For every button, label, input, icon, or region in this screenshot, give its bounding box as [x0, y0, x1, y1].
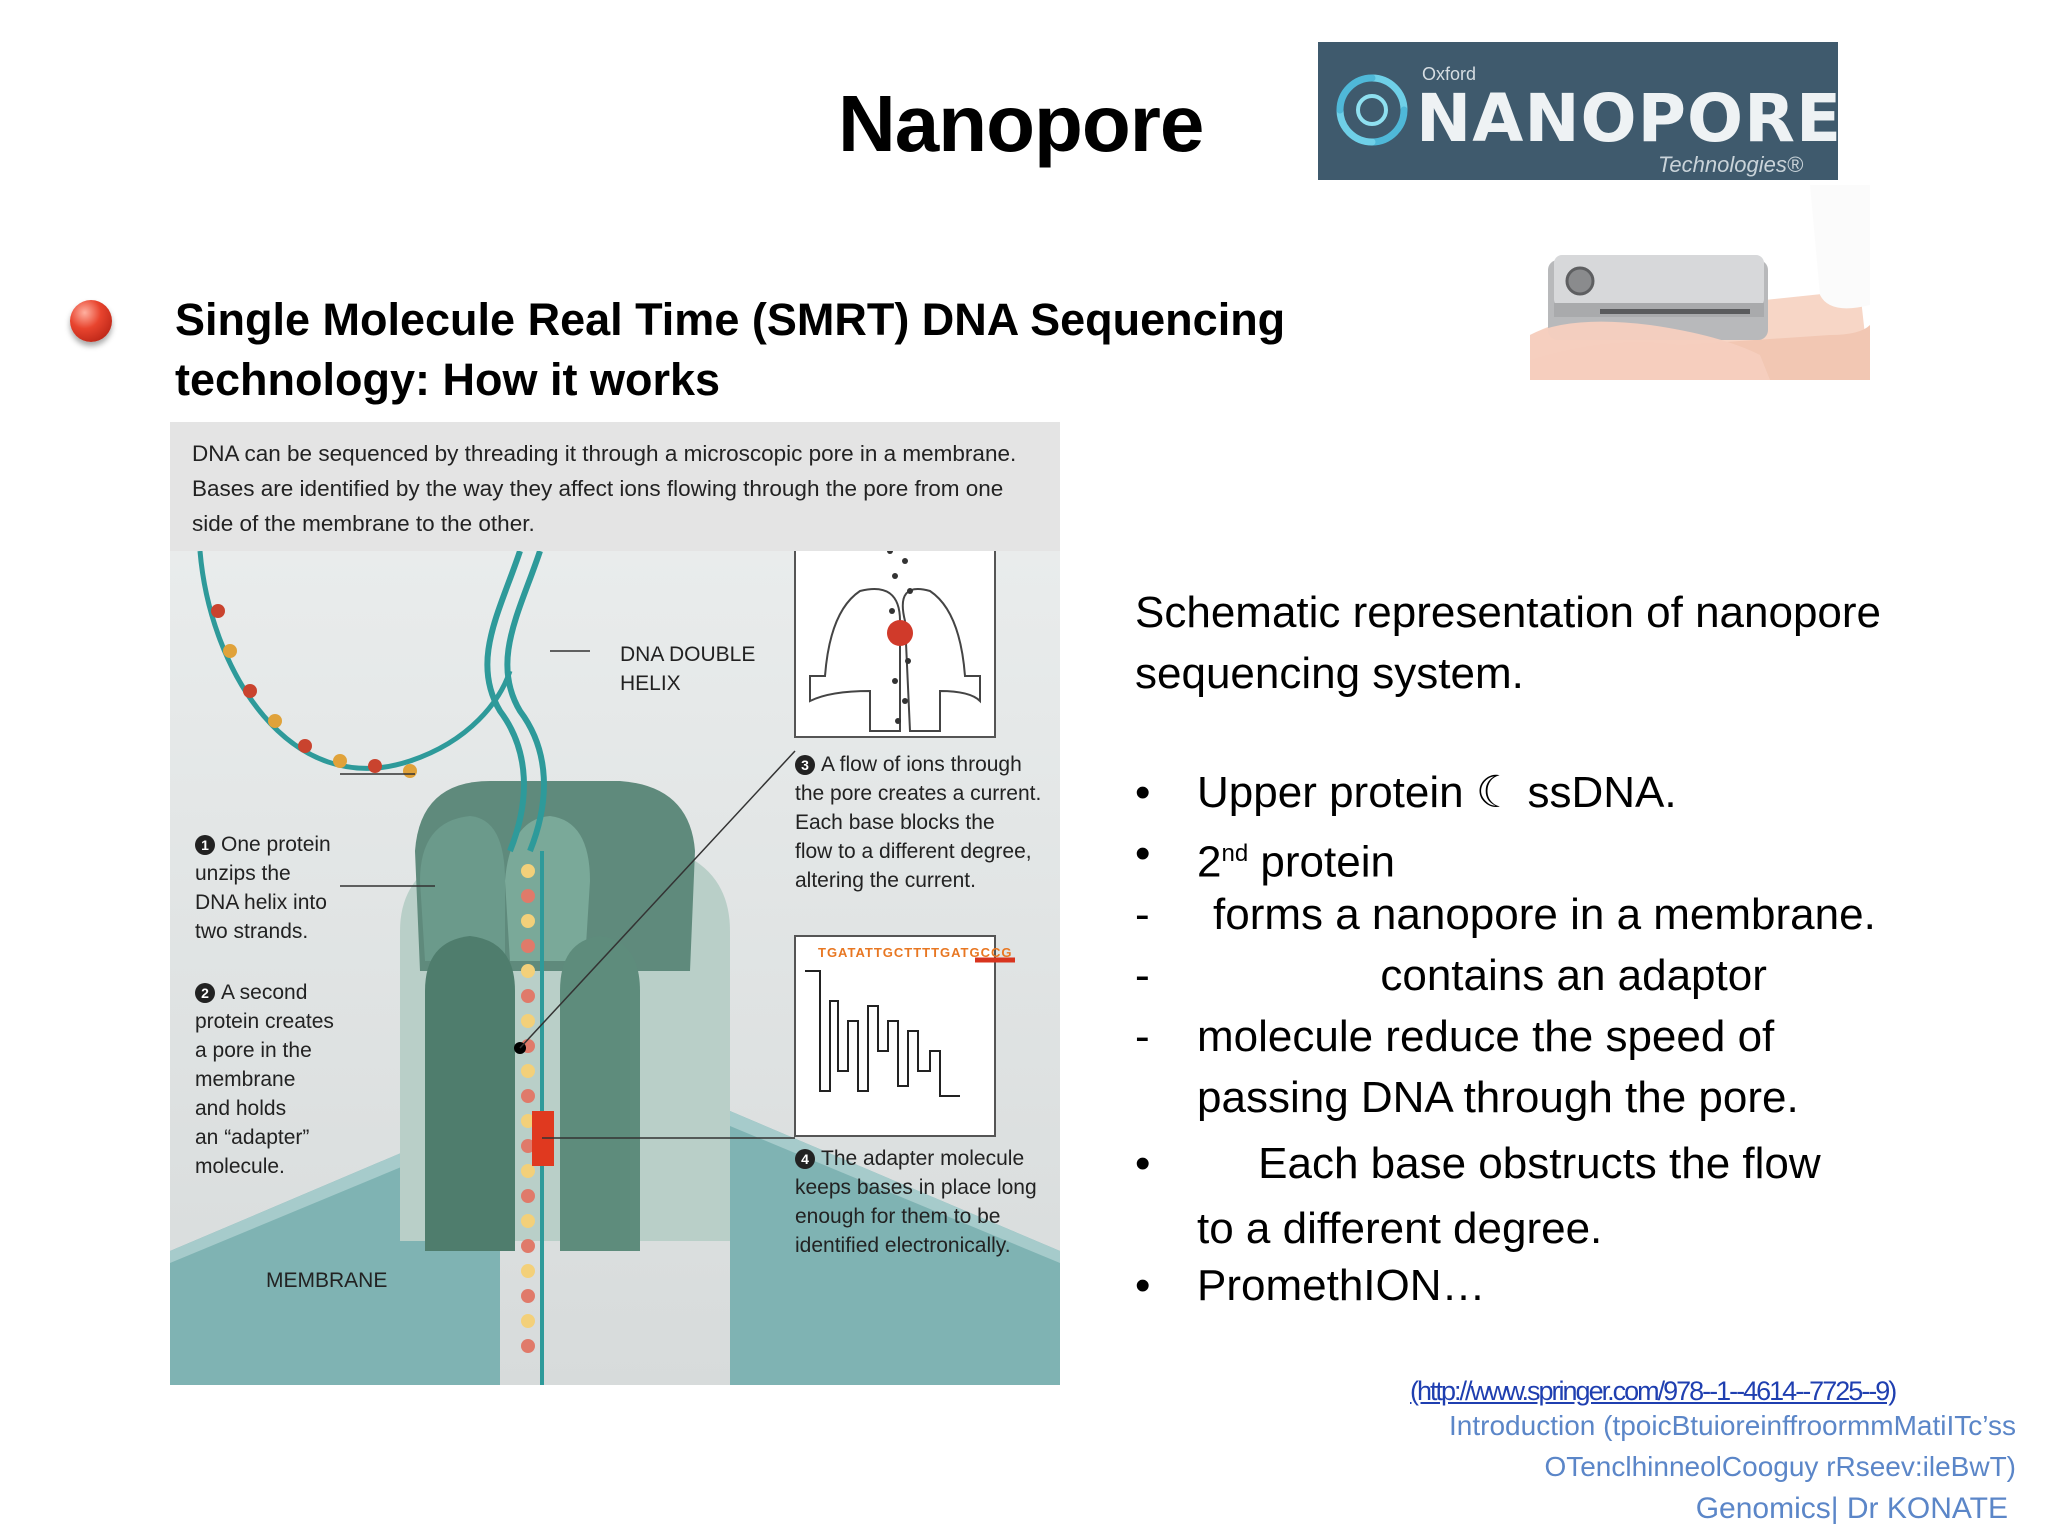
slide-title: Nanopore [838, 79, 1204, 168]
footer-author: Genomics| Dr KONATE [1695, 1492, 2008, 1525]
schematic-caption: Schematic representation of nanopore seq… [1135, 588, 1882, 698]
nanopore-diagram-figure: DNA can be sequenced by threading it thr… [170, 422, 1060, 1385]
section-heading: Single Molecule Real Time (SMRT) DNA Seq… [175, 290, 1315, 410]
nanopore-illustration [170, 551, 1060, 1385]
membrane-label: MEMBRANE [266, 1269, 388, 1292]
figure-caption: DNA can be sequenced by threading it thr… [170, 422, 1060, 551]
figure-caption-line: DNA can be sequenced by threading it thr… [192, 441, 1017, 466]
logo-brand: NANOPORE [1416, 80, 1838, 157]
oxford-nanopore-logo: Oxford NANOPORE Technologies® [1318, 42, 1838, 180]
sequence-label: TGATATTGCTTTTGATGCCG [818, 945, 1013, 960]
heading-line-1: Single Molecule Real Time (SMRT) DNA Seq… [175, 294, 1286, 345]
footer-line-2: OTenclhinneolCooguy rRseev:ileBwT) [1544, 1451, 2016, 1482]
red-bullet-icon [70, 300, 112, 342]
logo-technologies: Technologies® [1658, 152, 1804, 177]
helix-label: DNA DOUBLE HELIX [620, 643, 756, 695]
springer-reference-link[interactable]: (http://www.springer.com/978--1--4614--7… [1410, 1376, 1897, 1406]
minion-device-in-hand-image [1530, 185, 1870, 380]
logo-oxford: Oxford [1422, 64, 1477, 84]
footer-line-1: Introduction (tpoicBtuioreinffroormmMati… [1449, 1410, 2016, 1441]
heading-line-2: technology: How it works [175, 354, 721, 405]
figure-caption-line: side of the membrane to the other. [192, 511, 535, 536]
logo-swirl-icon [1336, 74, 1408, 146]
figure-caption-line: Bases are identified by the way they aff… [192, 476, 1004, 501]
